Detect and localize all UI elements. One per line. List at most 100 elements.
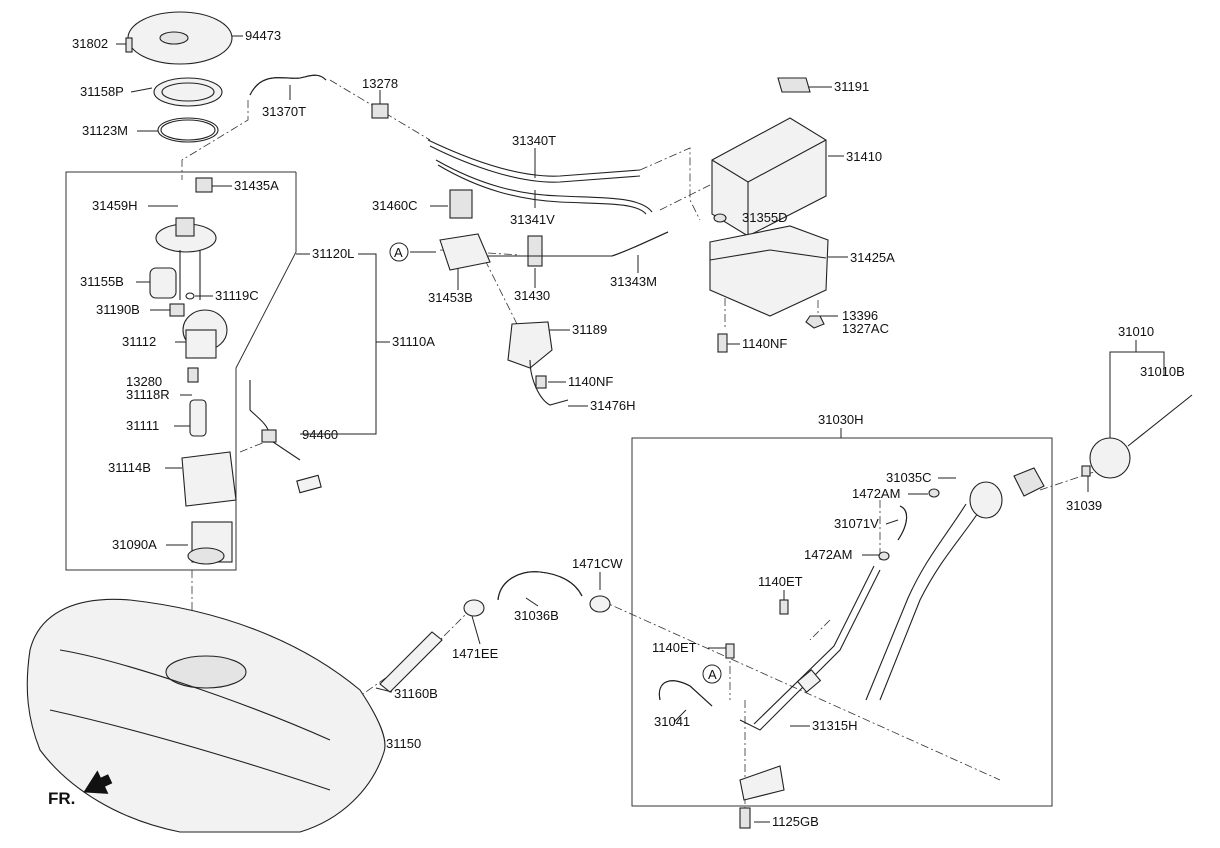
- label-31114b: 31114B: [108, 460, 151, 475]
- label-31476h: 31476H: [590, 398, 636, 413]
- label-31370t: 31370T: [262, 104, 306, 119]
- label-31460c: 31460C: [372, 198, 418, 213]
- nut-13396: [805, 315, 825, 329]
- label-1140et-a: 1140ET: [758, 574, 803, 589]
- fuel-sender: [249, 380, 301, 461]
- tube-31340t: [427, 139, 641, 177]
- filler-tube: [379, 631, 443, 693]
- clamp-icon: [928, 488, 940, 498]
- label-31111: 31111: [126, 418, 159, 433]
- label-front: FR.: [48, 789, 75, 808]
- label-31425a: 31425A: [850, 250, 895, 265]
- connector-31435a: [195, 177, 213, 193]
- label-31030h: 31030H: [818, 412, 864, 427]
- pipe-bracket: [739, 765, 785, 801]
- filler-gasket: [1013, 467, 1045, 497]
- label-1140nf-a: 1140NF: [742, 336, 787, 351]
- vent-pipe: [739, 569, 881, 731]
- label-31110a: 31110A: [392, 334, 435, 349]
- canister-bracket: [709, 225, 829, 317]
- clamp-1471ee: [463, 599, 485, 617]
- filter-pad: [777, 77, 811, 93]
- clamp-icon: [878, 551, 890, 561]
- label-31036b: 31036B: [514, 608, 559, 623]
- label-a-ref-2: A: [708, 667, 717, 682]
- label-31355d: 31355D: [742, 210, 788, 225]
- part-13280: [187, 367, 199, 383]
- label-31459h: 31459H: [92, 198, 138, 213]
- wire-31476h: [529, 359, 569, 406]
- label-1472am-a: 1472AM: [852, 486, 900, 501]
- label-31435a: 31435A: [234, 178, 279, 193]
- label-1471ee: 1471EE: [452, 646, 499, 661]
- label-31010: 31010: [1118, 324, 1154, 339]
- clamp-1471cw: [589, 595, 611, 613]
- filler-pipe: [879, 509, 981, 701]
- label-31090a: 31090A: [112, 537, 157, 552]
- gasket: [157, 117, 219, 143]
- label-31155b: 31155B: [80, 274, 124, 289]
- bracket-31189: [507, 321, 553, 369]
- label-31802: 31802: [72, 36, 108, 51]
- label-13280: 13280: [126, 374, 162, 389]
- label-94460: 94460: [302, 427, 338, 442]
- filter-31155b: [149, 267, 177, 299]
- label-94473: 94473: [245, 28, 281, 43]
- label-31190b: 31190B: [96, 302, 140, 317]
- cap-strap: [1127, 394, 1193, 447]
- hose-31036b: [497, 571, 583, 601]
- label-31343m: 31343M: [610, 274, 657, 289]
- label-31120l: 31120L: [312, 246, 354, 261]
- bolt-icon: [739, 807, 751, 829]
- label-1471cw: 1471CW: [572, 556, 623, 571]
- canister: [711, 117, 827, 237]
- reservoir: [181, 451, 237, 507]
- label-31119c: 31119C: [215, 288, 259, 303]
- bolt-icon: [535, 375, 547, 389]
- label-31118r: 31118R: [126, 387, 170, 402]
- label-a-ref: A: [394, 245, 403, 260]
- ref-circle-a: [389, 242, 409, 262]
- label-31039: 31039: [1066, 498, 1102, 513]
- front-arrow-icon: [83, 770, 113, 794]
- valve-31453b: [439, 233, 491, 271]
- label-1472am-b: 1472AM: [804, 547, 852, 562]
- part-labels: 31802 94473 31158P 31123M 31370T 13278 3…: [48, 28, 1185, 829]
- ref-circle-a: [702, 664, 722, 684]
- screw-icon: [125, 37, 133, 53]
- label-1125gb: 1125GB: [772, 814, 819, 829]
- label-1140et-b: 1140ET: [652, 640, 697, 655]
- bolt-icon: [779, 599, 789, 615]
- leader-lines: [116, 35, 1165, 823]
- hose-31041: [658, 680, 713, 707]
- label-31191: 31191: [834, 79, 869, 94]
- label-31315h: 31315H: [812, 718, 858, 733]
- label-31430: 31430: [514, 288, 550, 303]
- pump-module-box: [65, 171, 297, 571]
- label-31340t: 31340T: [512, 133, 556, 148]
- fuel-pump: [189, 399, 207, 437]
- filler-neck-box: [631, 437, 1053, 807]
- label-31112: 31112: [122, 334, 156, 349]
- label-31410: 31410: [846, 149, 882, 164]
- label-31453b: 31453B: [428, 290, 473, 305]
- label-31071v: 31071V: [834, 516, 879, 531]
- label-1327ac: 1327AC: [842, 321, 889, 336]
- label-31041: 31041: [654, 714, 690, 729]
- label-31189: 31189: [572, 322, 607, 337]
- tube-31341v: [435, 159, 653, 213]
- part-31190b: [169, 303, 185, 317]
- parts: [26, 11, 1193, 833]
- label-31341v: 31341V: [510, 212, 555, 227]
- lock-ring: [153, 77, 223, 107]
- label-31010b: 31010B: [1140, 364, 1185, 379]
- bolt-icon: [717, 333, 728, 353]
- clip-31460c: [449, 189, 473, 219]
- t-connector: [527, 235, 543, 267]
- label-13396: 13396: [842, 308, 878, 323]
- label-31035c: 31035C: [886, 470, 932, 485]
- label-13278: 13278: [362, 76, 398, 91]
- fuel-tank: [26, 598, 386, 833]
- label-1140nf-b: 1140NF: [568, 374, 613, 389]
